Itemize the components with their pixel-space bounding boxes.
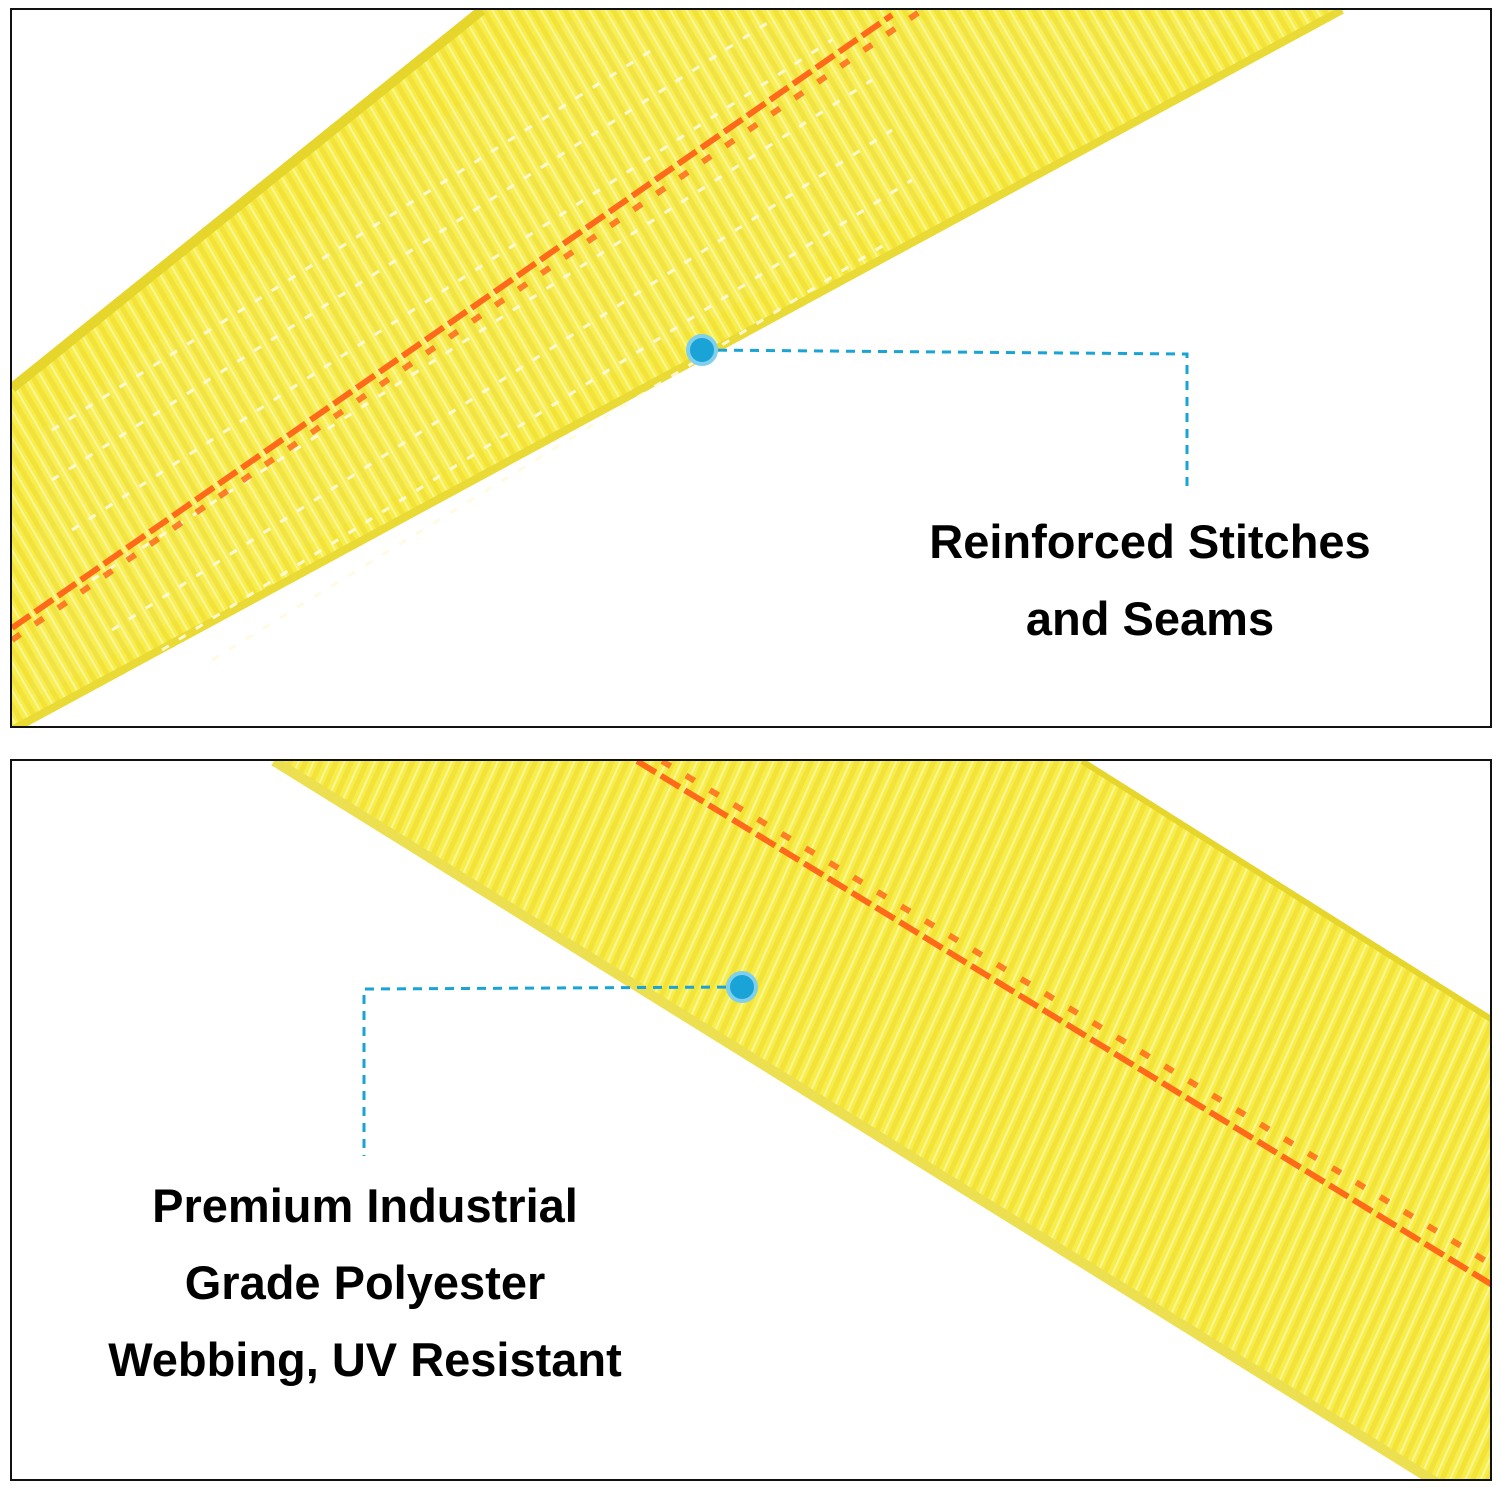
stitch-lines xyxy=(51,18,913,662)
callout-line xyxy=(701,348,1189,490)
caption-line: Webbing, UV Resistant xyxy=(108,1333,622,1386)
stitching-caption: Reinforced Stitches and Seams xyxy=(890,503,1410,657)
caption-line: and Seams xyxy=(1025,592,1275,645)
yellow-webbing-strap xyxy=(274,761,1490,1479)
caption-line: Premium Industrial xyxy=(152,1179,578,1232)
caption-line: Grade Polyester xyxy=(184,1256,546,1309)
callout-dot xyxy=(726,971,758,1003)
callout-dot xyxy=(686,334,718,366)
stitching-photo xyxy=(12,10,1344,726)
orange-center-stripe xyxy=(12,10,924,643)
webbing-panel xyxy=(10,759,1492,1481)
webbing-caption: Premium Industrial Grade Polyester Webbi… xyxy=(40,1167,690,1398)
stitching-panel xyxy=(10,8,1492,728)
caption-line: Reinforced Stitches xyxy=(929,515,1371,568)
webbing-photo xyxy=(271,761,1490,1479)
